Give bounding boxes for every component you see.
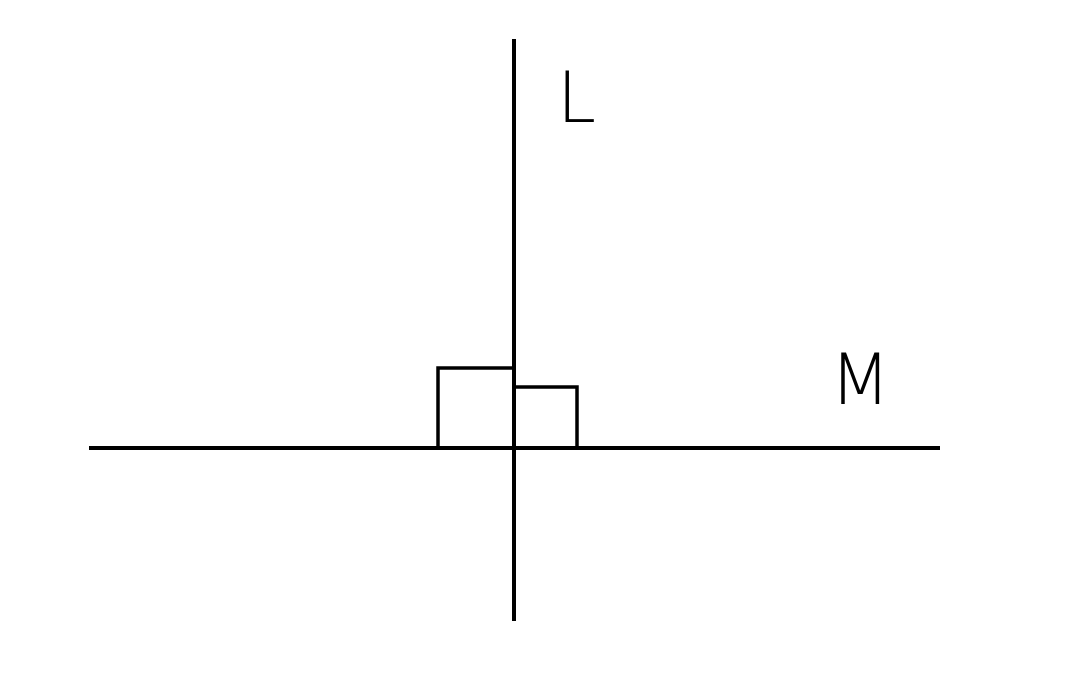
- label-line-m: M: [830, 339, 890, 421]
- label-line-l: L: [557, 57, 596, 139]
- right-angle-marker-left: [436, 366, 514, 448]
- right-angle-marker-right: [514, 385, 579, 448]
